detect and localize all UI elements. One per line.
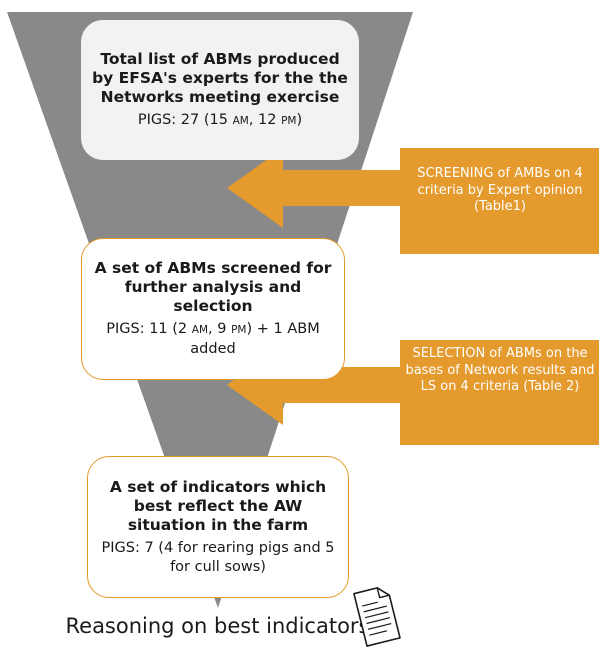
stage-box-indicators: A set of indicators which best reflect t… — [87, 456, 349, 598]
document-icon — [353, 587, 401, 647]
stage-box-screened-set: A set of ABMs screened for further analy… — [81, 238, 345, 380]
stage-title: A set of indicators which best reflect t… — [109, 477, 327, 534]
arrow-screening — [227, 148, 599, 254]
stage-title: A set of ABMs screened for further analy… — [94, 259, 332, 315]
stage-detail: PIGS: 27 (15 AM, 12 PM) — [137, 111, 303, 128]
arrow-selection-label: SELECTION of ABMs on the bases of Networ… — [405, 346, 595, 394]
arrow-screening-label: SCREENING of AMBs on 4 criteria by Exper… — [417, 166, 583, 214]
final-label: Reasoning on best indicators — [65, 614, 370, 638]
arrow-selection — [227, 340, 599, 445]
stage-detail: PIGS: 11 (2 AM, 9 PM) + 1 ABM added — [106, 321, 320, 357]
stage-detail: PIGS: 7 (4 for rearing pigs and 5 for cu… — [101, 539, 335, 575]
stage-title: Total list of ABMs produced by EFSA's ex… — [92, 49, 348, 106]
stage-box-total-list: Total list of ABMs produced by EFSA's ex… — [81, 20, 359, 160]
